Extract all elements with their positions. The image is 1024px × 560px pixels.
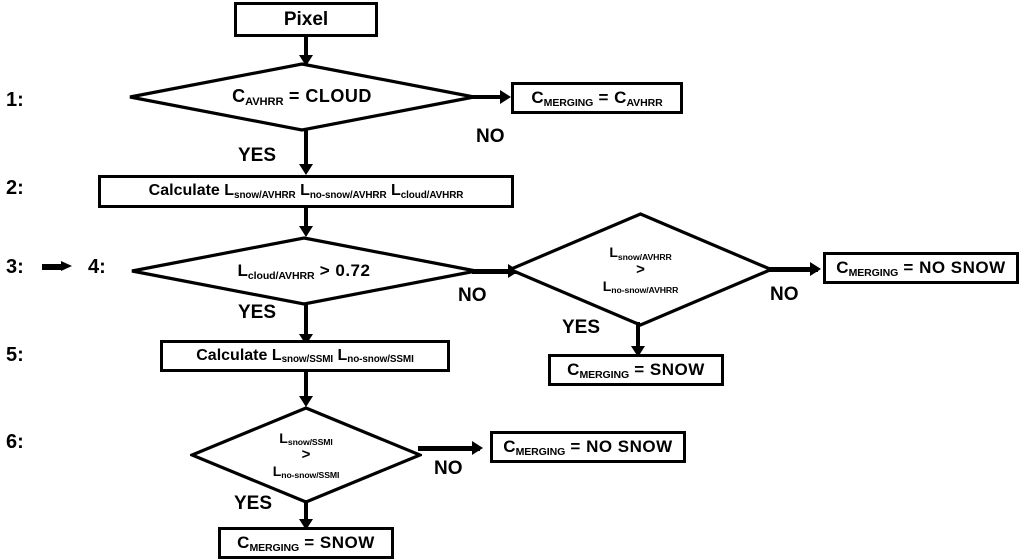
connector-d4-no (472, 269, 518, 274)
branch-label-d6-no: NO (434, 458, 463, 479)
node-result-cmerging-no-snow-bottom: CMERGING = NO SNOW (490, 431, 686, 463)
node-result-cmerging-eq-cavhrr: CMERGING = CAVHRR (511, 82, 683, 114)
r3-tail: = SNOW (629, 360, 705, 380)
p5-term0-main: L (271, 346, 282, 364)
step-label-4: 4: (88, 256, 106, 278)
r3-left-main: C (567, 360, 580, 380)
arrowhead-d4b-yes (631, 346, 645, 357)
node-result-cmerging-snow-bottom-label: CMERGING = SNOW (231, 533, 381, 554)
node-decision-lsnow-vs-lnosnow-avhrr: Lsnow/AVHRR > Lno-snow/AVHRR (508, 212, 773, 327)
node-process-calculate-avhrr-label: Calculate Lsnow/AVHRR Lno-snow/AVHRR Lcl… (143, 182, 470, 201)
connector-d6-no (418, 446, 480, 451)
node-result-cmerging-eq-cavhrr-label: CMERGING = CAVHRR (525, 88, 668, 109)
step-label-1: 1: (6, 89, 24, 111)
branch-label-d4b-yes: YES (562, 317, 601, 338)
node-start-pixel: Pixel (234, 2, 378, 37)
node-decision-lcloud-threshold: Lcloud/AVHRR > 0.72 (130, 236, 478, 306)
r5-tail: = SNOW (299, 533, 375, 553)
diamond-outline (131, 236, 477, 306)
connector-d6-yes (304, 500, 308, 526)
r2-tail: = NO SNOW (898, 258, 1006, 278)
arrowhead-p5-to-d6 (299, 396, 313, 407)
p2-term1-main: L (300, 182, 310, 200)
arrowhead-d6-yes (299, 519, 313, 530)
arrowhead-d6-no (472, 441, 483, 455)
step-label-6: 6: (6, 431, 24, 453)
r4-left-main: C (503, 437, 516, 457)
p5-term1-sub: no-snow/SSMI (347, 354, 414, 366)
branch-label-d1-yes: YES (238, 145, 277, 166)
p5-term1-main: L (337, 346, 348, 364)
node-process-calculate-ssmi-label: Calculate Lsnow/SSMI Lno-snow/SSMI (190, 346, 420, 366)
connector-pixel-to-d1 (304, 37, 308, 57)
node-start-pixel-label: Pixel (283, 8, 329, 30)
node-process-calculate-ssmi: Calculate Lsnow/SSMI Lno-snow/SSMI (160, 340, 450, 372)
connector-d1-yes (304, 130, 308, 168)
r2-left-sub: MERGING (848, 266, 899, 279)
connector-p2-to-d4 (304, 208, 308, 230)
branch-label-d6-yes: YES (234, 493, 273, 514)
connector-d4-yes (304, 304, 308, 340)
node-decision-cavhrr-cloud: CAVHRR = CLOUD (128, 62, 476, 132)
r1-right-sub: AVHRR (626, 96, 663, 109)
r1-right-main: C (614, 88, 627, 108)
node-result-cmerging-snow-middle-label: CMERGING = SNOW (561, 360, 711, 381)
r1-left-sub: MERGING (543, 96, 594, 109)
diamond-outline (190, 406, 422, 504)
connector-d4b-yes (636, 322, 640, 352)
arrowhead-d4b-no (810, 262, 821, 276)
arrowhead-pixel-to-d1 (299, 55, 313, 66)
node-result-cmerging-snow-middle: CMERGING = SNOW (548, 354, 724, 386)
branch-label-d1-no: NO (476, 126, 505, 147)
r5-left-sub: MERGING (249, 541, 300, 554)
arrowhead-d4-yes (299, 334, 313, 345)
p2-term2-sub: cloud/AVHRR (400, 189, 464, 201)
connector-d4b-no (769, 267, 818, 272)
p2-prefix: Calculate (148, 182, 225, 200)
node-result-cmerging-no-snow-right-label: CMERGING = NO SNOW (830, 258, 1011, 279)
p5-prefix: Calculate (196, 346, 272, 364)
branch-label-d4-yes: YES (238, 302, 277, 323)
r1-mid: = (593, 88, 615, 108)
p2-term0-main: L (224, 182, 235, 200)
r1-left-main: C (531, 88, 544, 108)
node-result-cmerging-no-snow-bottom-label: CMERGING = NO SNOW (497, 437, 678, 458)
right-arrow-icon (42, 261, 72, 271)
node-process-calculate-avhrr: Calculate Lsnow/AVHRR Lno-snow/AVHRR Lcl… (98, 175, 514, 208)
diamond-outline (129, 62, 475, 132)
r4-left-sub: MERGING (515, 445, 566, 458)
arrowhead-d1-no (500, 90, 511, 104)
r2-left-main: C (836, 258, 849, 278)
arrow-head (61, 261, 72, 271)
connector-p5-to-d6 (304, 372, 308, 402)
p2-term2-main: L (390, 182, 401, 200)
branch-label-d4b-no: NO (770, 284, 799, 305)
branch-label-d4-no: NO (458, 285, 487, 306)
r4-tail: = NO SNOW (565, 437, 673, 457)
p2-term1-sub: no-snow/AVHRR (309, 189, 387, 201)
arrowhead-d1-yes (299, 164, 313, 175)
diamond-outline (508, 212, 773, 327)
step-label-3: 3: (6, 256, 24, 278)
arrow-shaft (42, 264, 62, 270)
r3-left-sub: MERGING (579, 368, 630, 381)
step-label-2: 2: (6, 177, 24, 199)
p5-term0-sub: snow/SSMI (281, 354, 334, 366)
node-result-cmerging-no-snow-right: CMERGING = NO SNOW (823, 252, 1019, 284)
node-result-cmerging-snow-bottom: CMERGING = SNOW (218, 527, 394, 559)
p2-term0-sub: snow/AVHRR (234, 189, 296, 201)
step-label-5: 5: (6, 344, 24, 366)
node-decision-lsnow-vs-lnosnow-ssmi: Lsnow/SSMI > Lno-snow/SSMI (190, 406, 422, 504)
r5-left-main: C (237, 533, 250, 553)
connector-d1-no (472, 95, 508, 99)
arrowhead-p2-to-d4 (299, 226, 313, 237)
